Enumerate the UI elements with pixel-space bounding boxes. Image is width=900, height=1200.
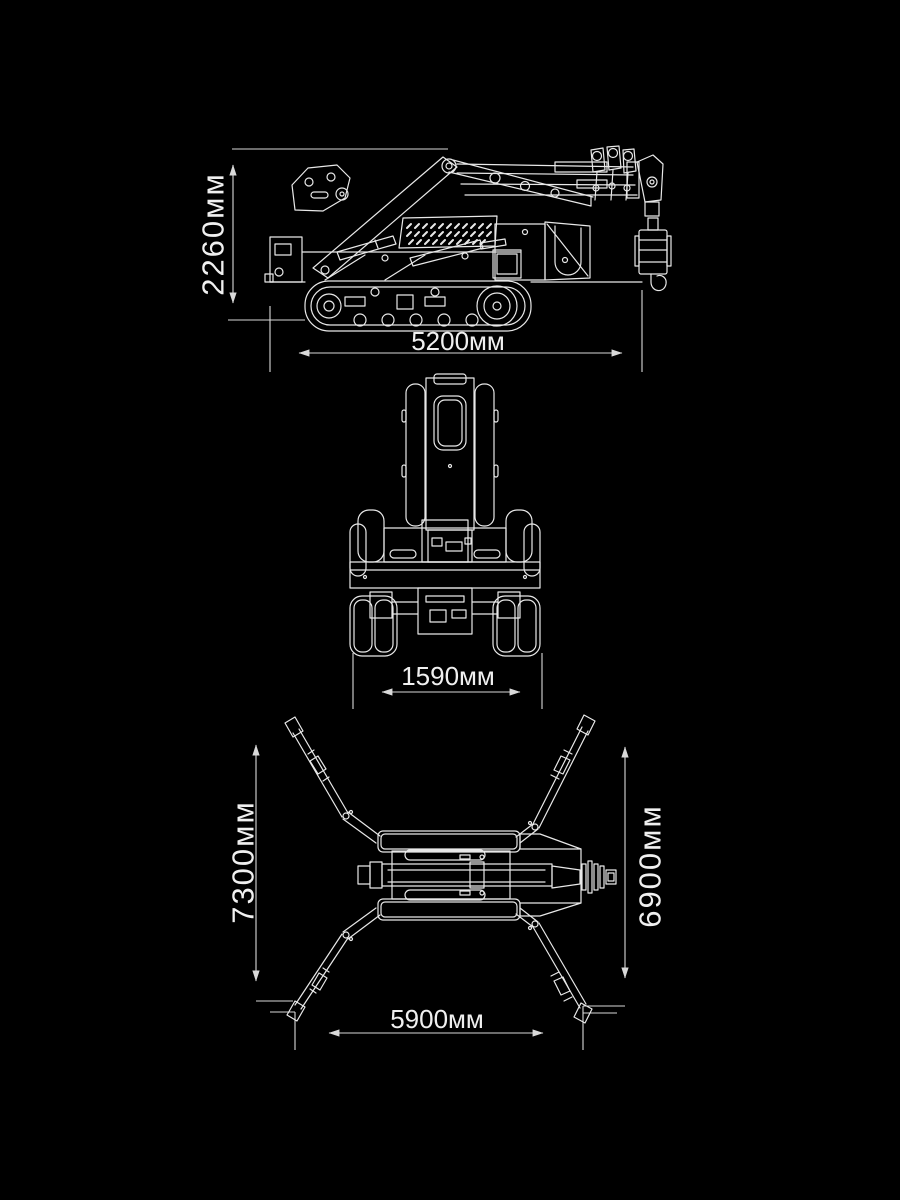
boom-head-and-hook xyxy=(590,145,672,292)
front-view-drawing xyxy=(349,373,543,709)
boom-folded-side xyxy=(291,156,640,279)
mast-front xyxy=(401,373,499,563)
outrigger-bottom-right xyxy=(515,907,593,1024)
body-box-side xyxy=(492,221,591,281)
dimension-label-overall-length: 5200мм xyxy=(411,326,505,356)
dimension-label-overall-width: 1590мм xyxy=(401,661,495,691)
track-assembly-side xyxy=(304,280,532,332)
chassis-side xyxy=(264,236,643,283)
crane-side-profile xyxy=(264,145,672,332)
dimension-label-outrigger-span-bottom: 5900мм xyxy=(390,1004,484,1034)
front-view-dimension-lines xyxy=(352,653,543,709)
outrigger-bottom-left xyxy=(286,907,381,1022)
perforated-grille xyxy=(398,215,498,249)
dimension-label-overall-height: 2260мм xyxy=(195,172,231,296)
side-view-drawing xyxy=(228,145,672,372)
top-view-dimension-lines xyxy=(252,744,629,1050)
crane-front-profile xyxy=(349,373,541,657)
tracks-front xyxy=(349,595,541,657)
dimension-label-outrigger-span-right: 6900мм xyxy=(632,804,668,928)
body-front xyxy=(349,509,541,589)
outrigger-top-left xyxy=(284,716,381,844)
outrigger-top-right xyxy=(515,714,596,844)
hydraulic-cylinders-side xyxy=(336,235,507,267)
dimension-label-outrigger-span-left: 7300мм xyxy=(225,800,261,924)
top-view-drawing xyxy=(252,714,629,1050)
boom-top xyxy=(357,849,617,901)
side-view-dimension-lines xyxy=(228,148,643,372)
crane-top-profile xyxy=(284,714,617,1024)
tracks-top xyxy=(377,830,582,921)
